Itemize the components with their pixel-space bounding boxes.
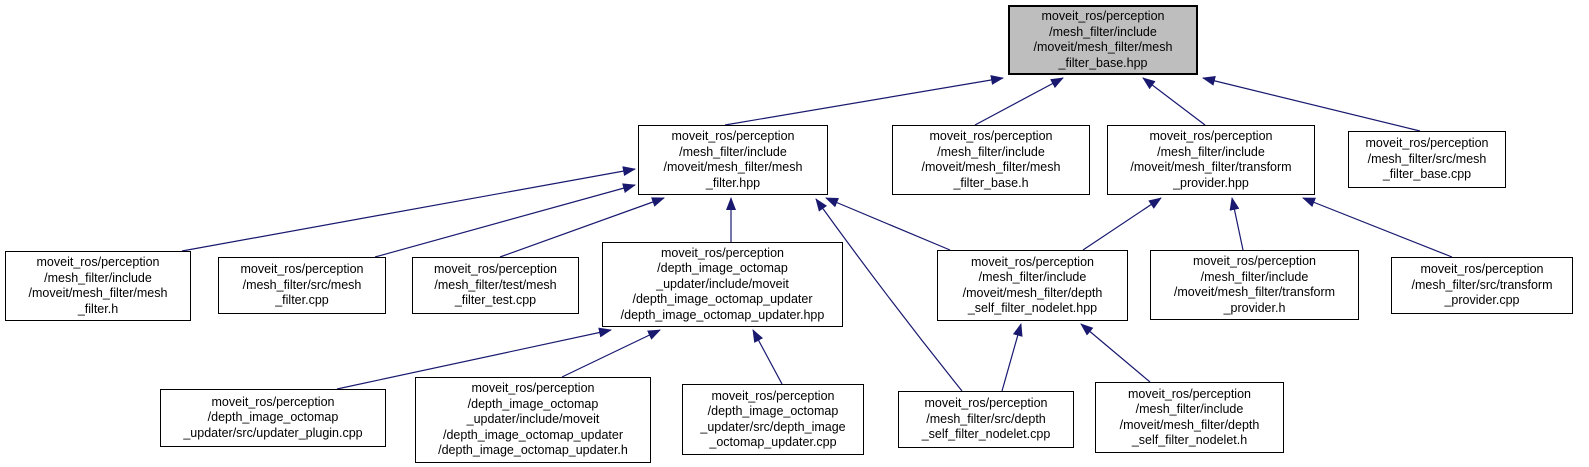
graph-node-label: moveit_ros/perception /depth_image_octom… [700,388,846,450]
graph-node-mesh-filter-base-h[interactable]: moveit_ros/perception /mesh_filter/inclu… [892,125,1090,195]
graph-node-transform-provider-cpp[interactable]: moveit_ros/perception /mesh_filter/src/t… [1391,257,1573,314]
graph-node-label: moveit_ros/perception /mesh_filter/src/d… [921,396,1051,442]
graph-node-label: moveit_ros/perception /mesh_filter/src/m… [240,262,364,308]
graph-edge-mesh-filter-cpp-to-mesh-filter-hpp [374,183,636,258]
graph-node-label: moveit_ros/perception /depth_image_octom… [438,381,628,458]
graph-edge-mesh-filter-base-h-to-mesh-filter-base-hpp [974,77,1064,126]
graph-node-depth-image-octomap-updater-hpp[interactable]: moveit_ros/perception /depth_image_octom… [602,242,843,327]
graph-edge-depth-self-filter-nodelet-h-to-depth-self-filter-nodelet-hpp [1080,323,1151,383]
graph-node-label: moveit_ros/perception /mesh_filter/inclu… [962,254,1103,316]
graph-node-depth-image-octomap-updater-cpp[interactable]: moveit_ros/perception /depth_image_octom… [682,384,864,455]
graph-edge-transform-provider-hpp-to-mesh-filter-base-hpp [1142,77,1206,126]
graph-edge-depth-image-octomap-updater-cpp-to-depth-image-octomap-updater-hpp [752,329,783,385]
graph-edge-depth-self-filter-nodelet-hpp-to-mesh-filter-hpp [825,197,951,251]
graph-node-label: moveit_ros/perception /mesh_filter/inclu… [1033,9,1173,70]
graph-node-label: moveit_ros/perception /mesh_filter/src/t… [1411,262,1553,308]
graph-node-mesh-filter-h[interactable]: moveit_ros/perception /mesh_filter/inclu… [5,251,191,321]
graph-node-mesh-filter-base-hpp[interactable]: moveit_ros/perception /mesh_filter/inclu… [1008,5,1198,75]
graph-node-label: moveit_ros/perception /mesh_filter/src/m… [1365,136,1489,182]
graph-node-mesh-filter-base-cpp[interactable]: moveit_ros/perception /mesh_filter/src/m… [1348,131,1506,188]
graph-edge-depth-image-octomap-updater-h-to-depth-image-octomap-updater-hpp [561,329,661,378]
graph-node-label: moveit_ros/perception /mesh_filter/inclu… [1119,386,1260,448]
graph-node-label: moveit_ros/perception /depth_image_octom… [620,245,825,322]
graph-node-label: moveit_ros/perception /mesh_filter/inclu… [1173,254,1336,315]
graph-node-label: moveit_ros/perception /mesh_filter/inclu… [28,255,168,316]
graph-node-mesh-filter-hpp[interactable]: moveit_ros/perception /mesh_filter/inclu… [638,125,828,195]
graph-node-mesh-filter-cpp[interactable]: moveit_ros/perception /mesh_filter/src/m… [218,257,386,314]
graph-node-depth-self-filter-nodelet-cpp[interactable]: moveit_ros/perception /mesh_filter/src/d… [898,391,1074,448]
graph-node-transform-provider-hpp[interactable]: moveit_ros/perception /mesh_filter/inclu… [1107,125,1315,195]
graph-node-label: moveit_ros/perception /depth_image_octom… [183,394,363,440]
graph-node-transform-provider-h[interactable]: moveit_ros/perception /mesh_filter/inclu… [1150,250,1359,320]
graph-node-depth-self-filter-nodelet-h[interactable]: moveit_ros/perception /mesh_filter/inclu… [1095,382,1284,453]
graph-edge-mesh-filter-h-to-mesh-filter-hpp [181,166,636,252]
graph-edge-transform-provider-cpp-to-transform-provider-hpp [1302,197,1453,258]
graph-node-label: moveit_ros/perception /mesh_filter/inclu… [663,129,803,190]
graph-node-depth-image-octomap-updater-h[interactable]: moveit_ros/perception /depth_image_octom… [415,377,651,463]
graph-node-updater-plugin-cpp[interactable]: moveit_ros/perception /depth_image_octom… [160,389,386,447]
graph-edge-depth-self-filter-nodelet-hpp-to-transform-provider-hpp [1082,197,1162,251]
graph-node-label: moveit_ros/perception /mesh_filter/test/… [434,262,557,308]
graph-node-depth-self-filter-nodelet-hpp[interactable]: moveit_ros/perception /mesh_filter/inclu… [937,250,1128,321]
graph-edge-transform-provider-h-to-transform-provider-hpp [1229,197,1244,251]
graph-edge-mesh-filter-hpp-to-mesh-filter-base-hpp [724,75,1004,126]
graph-node-label: moveit_ros/perception /mesh_filter/inclu… [921,129,1061,190]
graph-edge-depth-self-filter-nodelet-cpp-to-depth-self-filter-nodelet-hpp [1001,323,1023,392]
graph-node-label: moveit_ros/perception /mesh_filter/inclu… [1130,129,1292,190]
graph-edge-mesh-filter-base-cpp-to-mesh-filter-base-hpp [1202,75,1421,132]
graph-node-mesh-filter-test-cpp[interactable]: moveit_ros/perception /mesh_filter/test/… [412,257,579,314]
